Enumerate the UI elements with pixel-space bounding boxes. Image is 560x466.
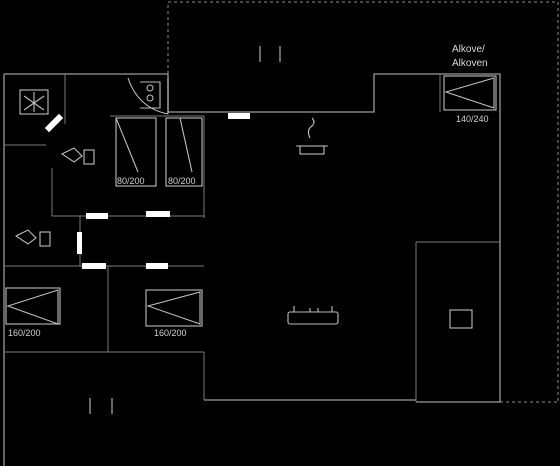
interior-walls [4,74,500,352]
alcove-label-1: Alkove/ [452,44,485,55]
north-marker-top [259,46,281,62]
bed-alcove: Alkove/ Alkoven 140/240 [443,44,497,124]
stove-icon [296,117,328,155]
bed-alcove-label: 140/240 [456,114,489,124]
bed-upper-left: 80/200 [115,117,157,187]
bed-lower-right: 160/200 [145,289,203,338]
bed-upper-right-label: 80/200 [168,176,196,186]
terrace-outline [167,1,559,403]
toilet-icon [60,147,95,165]
bed-lower-left: 160/200 [5,287,61,338]
windows [44,113,250,269]
shower-icon [19,89,49,115]
alcove-label-2: Alkoven [452,58,488,69]
bed-upper-right: 80/200 [165,117,203,187]
washbasin-icon [140,81,161,109]
bed-upper-left-label: 80/200 [117,176,145,186]
toilet-icon-2 [14,229,51,247]
south-marker-bottom [89,398,113,414]
bed-lower-right-label: 160/200 [154,328,187,338]
sofa-icon [287,306,339,325]
table-icon [449,309,473,329]
entry-door [127,77,169,115]
exterior-walls [3,73,501,466]
bed-lower-left-label: 160/200 [8,328,41,338]
